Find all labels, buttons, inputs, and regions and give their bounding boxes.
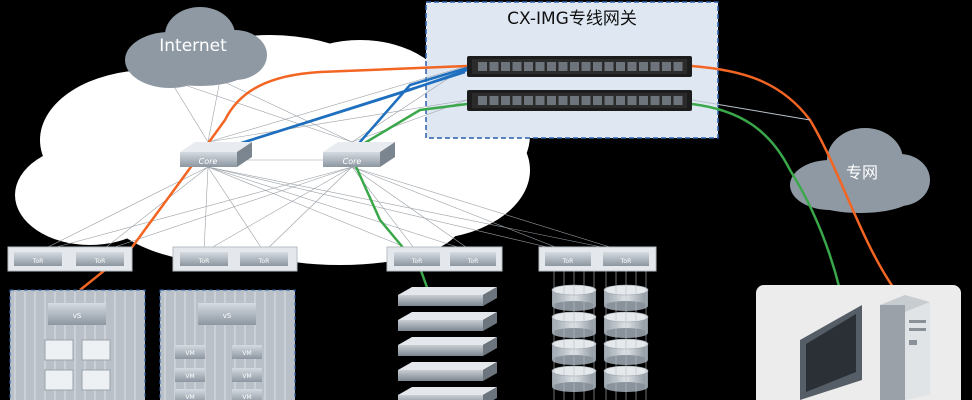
port-icon — [547, 62, 556, 71]
port-icon — [489, 62, 499, 71]
port-icon — [650, 96, 660, 105]
port-icon — [501, 96, 510, 105]
port-icon — [639, 62, 648, 71]
green-link-bottom — [351, 159, 430, 291]
svg-text:ToR: ToR — [411, 258, 423, 265]
port-icon — [673, 96, 683, 105]
svg-text:VM: VM — [185, 394, 194, 400]
endpoint-panel — [756, 285, 961, 400]
port-icon — [604, 96, 614, 105]
svg-text:ToR: ToR — [198, 258, 210, 265]
server-unit — [398, 320, 483, 331]
svg-text:ToR: ToR — [620, 258, 632, 265]
tor-group-3: ToR ToR — [386, 246, 503, 272]
vm-box — [232, 368, 262, 382]
rack-2: vS VM VM VM VM VM VM — [159, 289, 296, 400]
vm-box — [232, 389, 262, 400]
core-switch-label: Core — [343, 157, 362, 166]
orange-link-left — [79, 64, 468, 291]
port-icon — [616, 96, 625, 105]
svg-text:VM: VM — [242, 394, 251, 400]
svg-text:VM: VM — [242, 373, 251, 380]
port-icon — [650, 62, 660, 71]
core-switch-label: Core — [199, 157, 218, 166]
core-switch-2: Core — [323, 142, 395, 167]
svg-text:ToR: ToR — [467, 258, 479, 265]
server-unit — [398, 395, 483, 400]
virtual-switch — [198, 303, 256, 325]
svg-text:VM: VM — [242, 350, 251, 357]
port-icon — [639, 96, 648, 105]
port-icon — [570, 62, 579, 71]
internet-cloud — [125, 7, 267, 88]
port-icon — [627, 62, 637, 71]
port-icon — [512, 62, 522, 71]
storage-stack — [551, 271, 649, 400]
port-icon — [535, 62, 545, 71]
server-unit — [398, 370, 483, 381]
gray-link-right — [691, 99, 811, 121]
port-icon — [558, 62, 568, 71]
core-switch-1: Core — [180, 142, 252, 167]
port-icon — [581, 96, 591, 105]
port-icon — [558, 96, 568, 105]
port-icon — [604, 62, 614, 71]
svg-text:VM: VM — [185, 350, 194, 357]
vm-box — [175, 368, 205, 382]
port-icon — [570, 96, 579, 105]
port-icon — [478, 96, 487, 105]
svg-text:vS: vS — [73, 312, 82, 320]
colored-links — [79, 64, 897, 291]
port-icon — [547, 96, 556, 105]
blue-link-3 — [352, 66, 468, 151]
port-icon — [512, 96, 522, 105]
port-icon — [524, 62, 533, 71]
pc-tower-icon — [880, 295, 930, 400]
vm-box — [175, 345, 205, 359]
tor-group-1: ToR ToR — [7, 246, 133, 272]
green-link-top — [352, 102, 468, 152]
virtual-switch — [48, 303, 106, 325]
internet-label: Internet — [159, 36, 227, 56]
orange-link-right — [691, 64, 897, 291]
blue-link-2 — [212, 68, 468, 154]
port-icon — [616, 62, 625, 71]
gateway-title: CX-IMG专线网关 — [507, 9, 637, 29]
monitor-icon — [800, 305, 862, 400]
server-unit — [398, 345, 483, 356]
port-icon — [478, 62, 487, 71]
port-icon — [489, 96, 499, 105]
port-icon — [627, 96, 637, 105]
port-icon — [593, 96, 602, 105]
svg-text:ToR: ToR — [258, 258, 270, 265]
port-icon — [662, 62, 671, 71]
server-unit — [398, 295, 483, 306]
port-icon — [524, 96, 533, 105]
tor-group-4: ToR ToR — [538, 246, 657, 272]
svg-text:ToR: ToR — [32, 258, 44, 265]
port-icon — [673, 62, 683, 71]
vm-box — [232, 345, 262, 359]
gateway-ports — [478, 62, 683, 105]
svg-text:ToR: ToR — [94, 258, 106, 265]
private-network-label: 专网 — [846, 163, 878, 182]
port-icon — [581, 62, 591, 71]
vm-box — [175, 389, 205, 400]
server-stack — [398, 287, 497, 400]
port-icon — [593, 62, 602, 71]
port-icon — [662, 96, 671, 105]
port-icon — [501, 62, 510, 71]
private-network-cloud — [790, 128, 930, 213]
green-link-right — [691, 102, 842, 291]
svg-text:VM: VM — [185, 373, 194, 380]
svg-text:ToR: ToR — [562, 258, 574, 265]
port-icon — [535, 96, 545, 105]
tor-group-2: ToR ToR — [172, 246, 298, 272]
rack-1: vS — [9, 289, 146, 400]
svg-text:vS: vS — [223, 312, 232, 320]
